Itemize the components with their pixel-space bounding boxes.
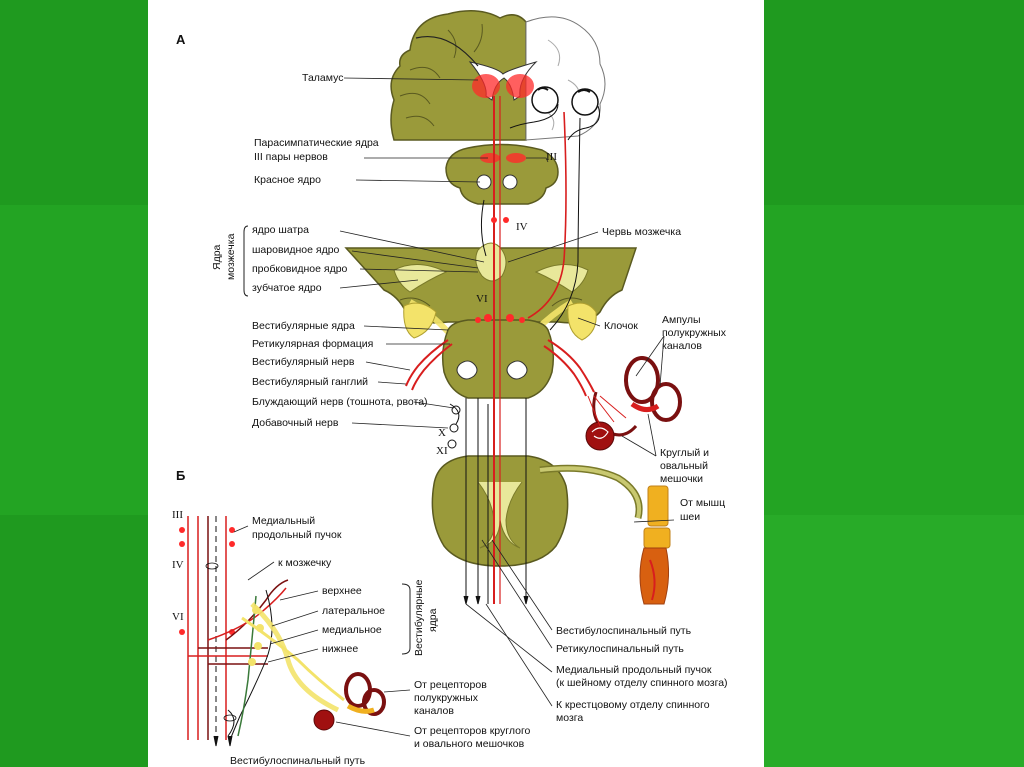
label-parasympathetic-2: III пары нервов: [254, 151, 328, 163]
label-nerve-vi-a: VI: [476, 293, 488, 305]
label-vestibular-nerve: Вестибулярный нерв: [252, 356, 355, 368]
label-sacral-1: К крестцовому отделу спинного: [556, 699, 710, 711]
labels-section-a: Таламус Парасимпатические ядра III пары …: [211, 72, 728, 724]
label-nerve-vi-b: VI: [172, 611, 184, 623]
label-vestibular-nuclei-b-1: Вестибулярные: [413, 579, 425, 656]
label-ampullae-3: каналов: [662, 340, 702, 352]
label-vestibular-ganglion: Вестибулярный ганглий: [252, 376, 368, 388]
label-semicircular-1: От рецепторов: [414, 679, 487, 691]
leader-lines-b: [233, 525, 411, 737]
eyes: [509, 86, 600, 141]
label-lateral: латеральное: [322, 605, 385, 617]
diagram-slide: А: [148, 0, 764, 767]
background-band-right: [764, 205, 1024, 515]
label-ampullae-1: Ампулы: [662, 314, 701, 326]
label-medial: медиальное: [322, 624, 382, 636]
label-otolith-1: От рецепторов круглого: [414, 725, 531, 737]
section-b-label: Б: [176, 468, 185, 483]
label-vermis: Червь мозжечка: [602, 226, 681, 238]
section-b-diagram: [179, 516, 411, 747]
label-cerebellar-nuclei-1: Ядра: [211, 244, 223, 270]
label-nerve-xi: XI: [436, 445, 448, 457]
leader-lines-left: [243, 77, 549, 429]
background-band-left: [0, 205, 148, 515]
label-otolith-2: и овального мешочков: [414, 738, 525, 750]
neck-bone: [639, 485, 671, 605]
label-semicircular-3: каналов: [414, 705, 454, 717]
central-tracts: [463, 96, 581, 605]
background-band-right-low: [764, 515, 1024, 767]
vestibular-pathways-diagram: А: [172, 10, 728, 767]
label-vestibular-nuclei: Вестибулярные ядра: [252, 320, 355, 332]
label-nerve-iv-b: IV: [172, 559, 184, 571]
label-sacculi-1: Круглый и: [660, 447, 709, 459]
cranial-nerve-markers: [447, 403, 461, 449]
label-inferior: нижнее: [322, 643, 358, 655]
midbrain: [445, 143, 559, 205]
label-nerve-iv-a: IV: [516, 221, 528, 233]
vestibular-nerves: [405, 339, 595, 397]
label-sacculi-2: овальный: [660, 460, 708, 472]
label-nerve-iii-b: III: [172, 509, 183, 521]
inner-ear-right: [585, 356, 682, 451]
label-superior: верхнее: [322, 585, 362, 597]
label-vagus: Блуждающий нерв (тошнота, рвота): [252, 396, 428, 408]
label-vestibular-nuclei-b-2: ядра: [427, 608, 439, 632]
label-parasympathetic-1: Парасимпатические ядра: [254, 137, 379, 149]
label-neck-2: шеи: [680, 511, 700, 523]
nucleus-dots: [475, 217, 525, 323]
label-cerebellar-nuclei-2: мозжечка: [225, 233, 237, 280]
labels-section-b: III IV VI Медиальный продольный пучок к …: [172, 509, 531, 767]
vestibular-ganglion-regions: [403, 302, 597, 341]
medulla: [441, 319, 555, 399]
label-ampullae-2: полукружных: [662, 327, 727, 339]
label-fastigial: ядро шатра: [252, 224, 309, 236]
label-red-nucleus: Красное ядро: [254, 174, 321, 186]
label-reticulospinal: Ретикулоспинальный путь: [556, 643, 684, 655]
label-semicircular-2: полукружных: [414, 692, 479, 704]
label-nerve-x: X: [438, 427, 446, 439]
spinal-cord-section: [431, 455, 643, 567]
label-mlf-b-1: Медиальный: [252, 515, 315, 527]
label-flocculus: Клочок: [604, 320, 638, 332]
label-emboliform: пробковидное ядро: [252, 263, 348, 275]
label-dentate: зубчатое ядро: [252, 282, 322, 294]
label-globose: шаровидное ядро: [252, 244, 340, 256]
label-vestibulospinal-b: Вестибулоспинальный путь: [230, 755, 366, 767]
label-mlf-b-2: продольный пучок: [252, 529, 342, 541]
leader-lines-right: [465, 231, 675, 707]
label-thalamus: Таламус: [302, 72, 343, 84]
label-sacral-2: мозга: [556, 712, 583, 724]
label-vestibulospinal-a: Вестибулоспинальный путь: [556, 625, 692, 637]
label-accessory: Добавочный нерв: [252, 417, 339, 429]
brain-hemisphere: [390, 10, 606, 141]
label-sacculi-3: мешочки: [660, 473, 703, 485]
label-mlf-a-2: (к шейному отделу спинного мозга): [556, 677, 728, 689]
label-to-cerebellum: к мозжечку: [278, 557, 332, 569]
label-nerve-iii-a: III: [546, 151, 557, 163]
section-a-label: А: [176, 32, 186, 47]
label-neck-1: От мышц: [680, 497, 725, 509]
label-mlf-a-1: Медиальный продольный пучок: [556, 664, 712, 676]
label-reticular-formation: Ретикулярная формация: [252, 338, 373, 350]
